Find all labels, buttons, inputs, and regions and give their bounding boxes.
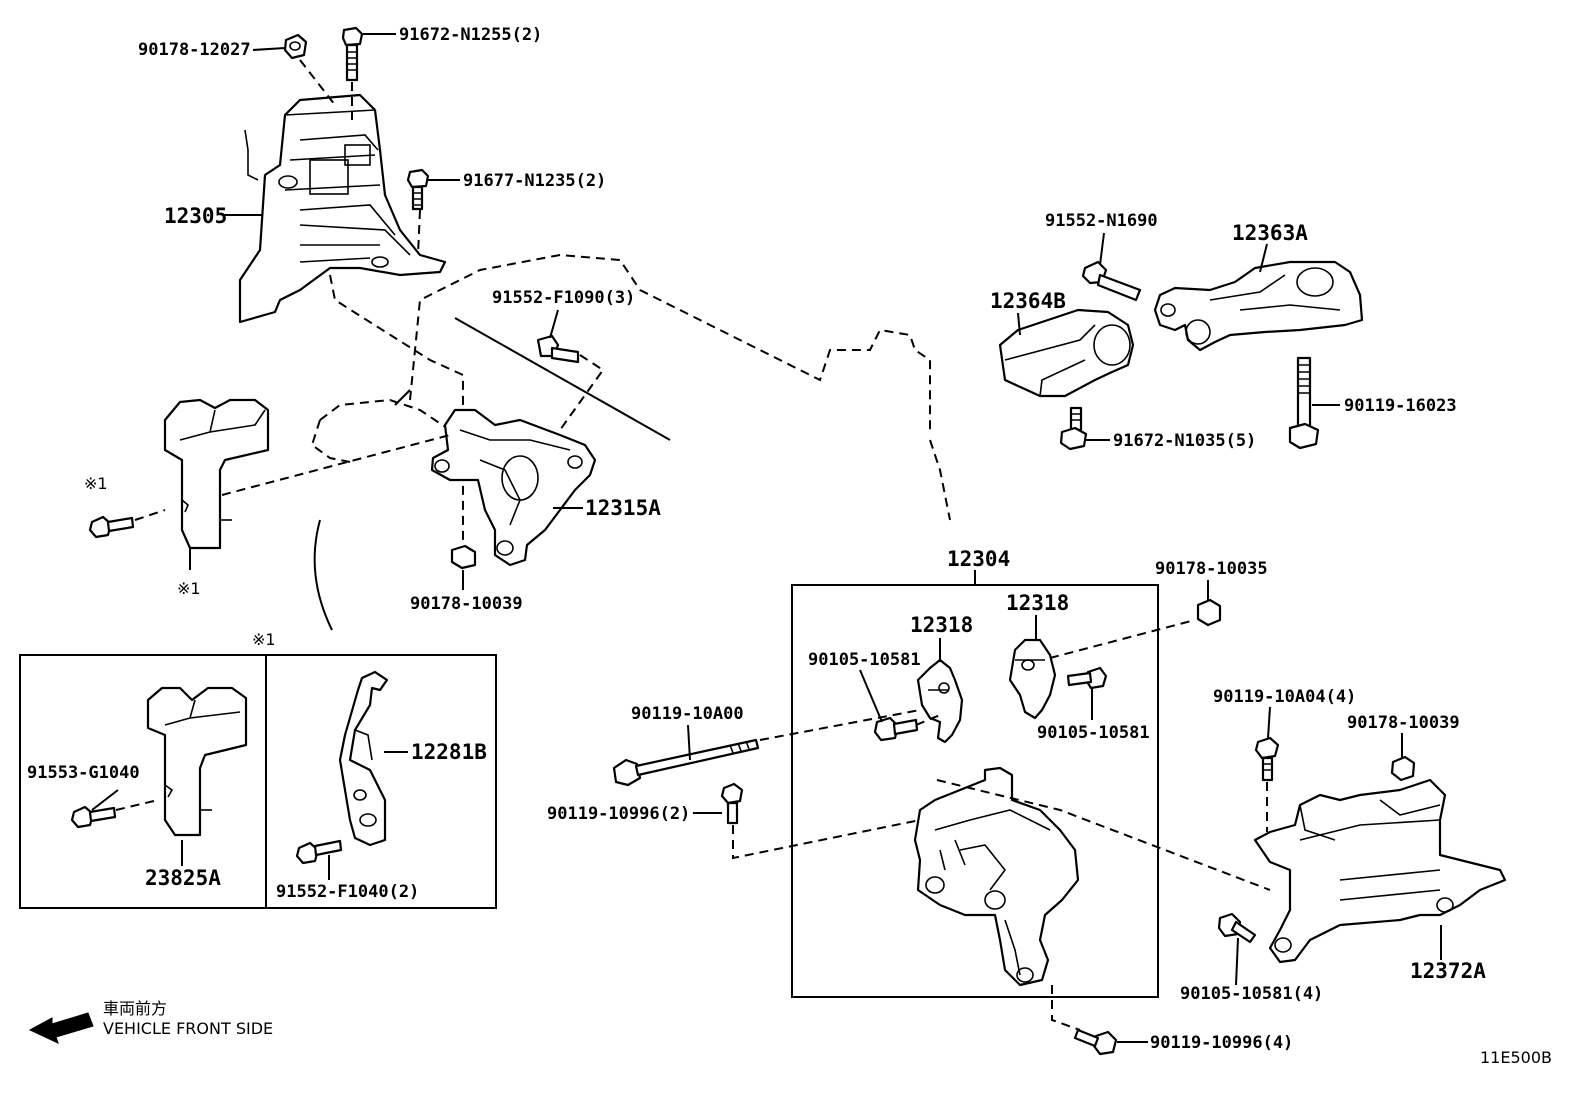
bracket-icon [146, 686, 248, 837]
diagram-code: 11E500B [1480, 1048, 1552, 1067]
bracket-icon [1008, 638, 1057, 720]
label-90178-12027: 90178-12027 [138, 40, 251, 60]
label-91552-F1090: 91552-F1090(3) [492, 288, 635, 308]
front-label-jp: 車両前方 [103, 999, 167, 1018]
marker-note-3: ※1 [252, 630, 276, 649]
bracket-icon [163, 398, 270, 550]
label-12364B: 12364B [990, 289, 1066, 313]
bolt-icon [873, 716, 919, 742]
label-91553-G1040: 91553-G1040 [27, 763, 140, 783]
bolt-icon [406, 168, 430, 211]
bolt-icon [341, 26, 364, 82]
engine-outline [310, 253, 951, 631]
label-90178-10039-b: 90178-10039 [1347, 713, 1460, 733]
label-12281B: 12281B [411, 740, 487, 764]
label-12372A: 12372A [1410, 959, 1486, 983]
bracket-icon [916, 658, 964, 744]
bolt-icon [1081, 260, 1142, 302]
bolt-icon [1059, 406, 1088, 451]
label-90105-10581-4: 90105-10581(4) [1180, 984, 1323, 1004]
part-labels: 90178-12027 91672-N1255(2) 91677-N1235(2… [27, 25, 1552, 1067]
marker-note-2: ※1 [177, 579, 201, 598]
front-label-en: VEHICLE FRONT SIDE [103, 1019, 273, 1038]
label-90119-10A00: 90119-10A00 [631, 704, 744, 724]
marker-note-1: ※1 [84, 474, 108, 493]
label-91672-N1255: 91672-N1255(2) [399, 25, 542, 45]
nut-icon [450, 544, 477, 570]
bolt-icon [612, 738, 760, 787]
label-90105-10581-a: 90105-10581 [808, 650, 921, 670]
label-12318-a: 12318 [910, 613, 973, 637]
label-90178-10039-a: 90178-10039 [410, 594, 523, 614]
label-90105-10581-b: 90105-10581 [1037, 723, 1150, 743]
label-91552-N1690: 91552-N1690 [1045, 211, 1158, 231]
label-12318-b: 12318 [1006, 591, 1069, 615]
bolt-icon [70, 805, 117, 829]
label-91672-N1035: 91672-N1035(5) [1113, 431, 1256, 451]
nut-icon [1196, 598, 1222, 627]
bolt-icon [1217, 912, 1257, 944]
bracket-icon [913, 766, 1080, 987]
bracket-icon [1253, 778, 1507, 964]
label-12315A: 12315A [585, 496, 661, 520]
label-90119-10996-4: 90119-10996(4) [1150, 1033, 1293, 1053]
bolt-icon [1066, 666, 1108, 690]
label-12304: 12304 [947, 547, 1010, 571]
bolt-icon [536, 334, 580, 364]
bolt-icon [720, 782, 744, 825]
label-12305: 12305 [164, 204, 227, 228]
leader-lines [91, 33, 1442, 1043]
bolt-icon [88, 515, 135, 539]
label-90178-10035: 90178-10035 [1155, 559, 1268, 579]
label-12363A: 12363A [1232, 221, 1308, 245]
bracket-icon [430, 408, 597, 567]
bolt-icon [1288, 356, 1320, 450]
bolt-icon [1073, 1028, 1118, 1056]
bolt-icon [1254, 736, 1280, 782]
nut-icon [1390, 755, 1416, 782]
bracket-icon [338, 670, 389, 847]
label-90119-16023: 90119-16023 [1344, 396, 1457, 416]
direction-arrow-icon [28, 1012, 94, 1044]
label-23825A: 23825A [145, 866, 221, 890]
label-90119-10A04: 90119-10A04(4) [1213, 687, 1356, 707]
engine-mount-icon [998, 308, 1135, 398]
engine-mount-icon [238, 93, 447, 324]
nut-icon [283, 33, 308, 60]
bolt-icon [295, 839, 343, 865]
engine-mount-icon [1153, 260, 1364, 352]
label-91552-F1040: 91552-F1040(2) [276, 882, 419, 902]
label-91677-N1235: 91677-N1235(2) [463, 171, 606, 191]
label-90119-10996-2: 90119-10996(2) [547, 804, 690, 824]
